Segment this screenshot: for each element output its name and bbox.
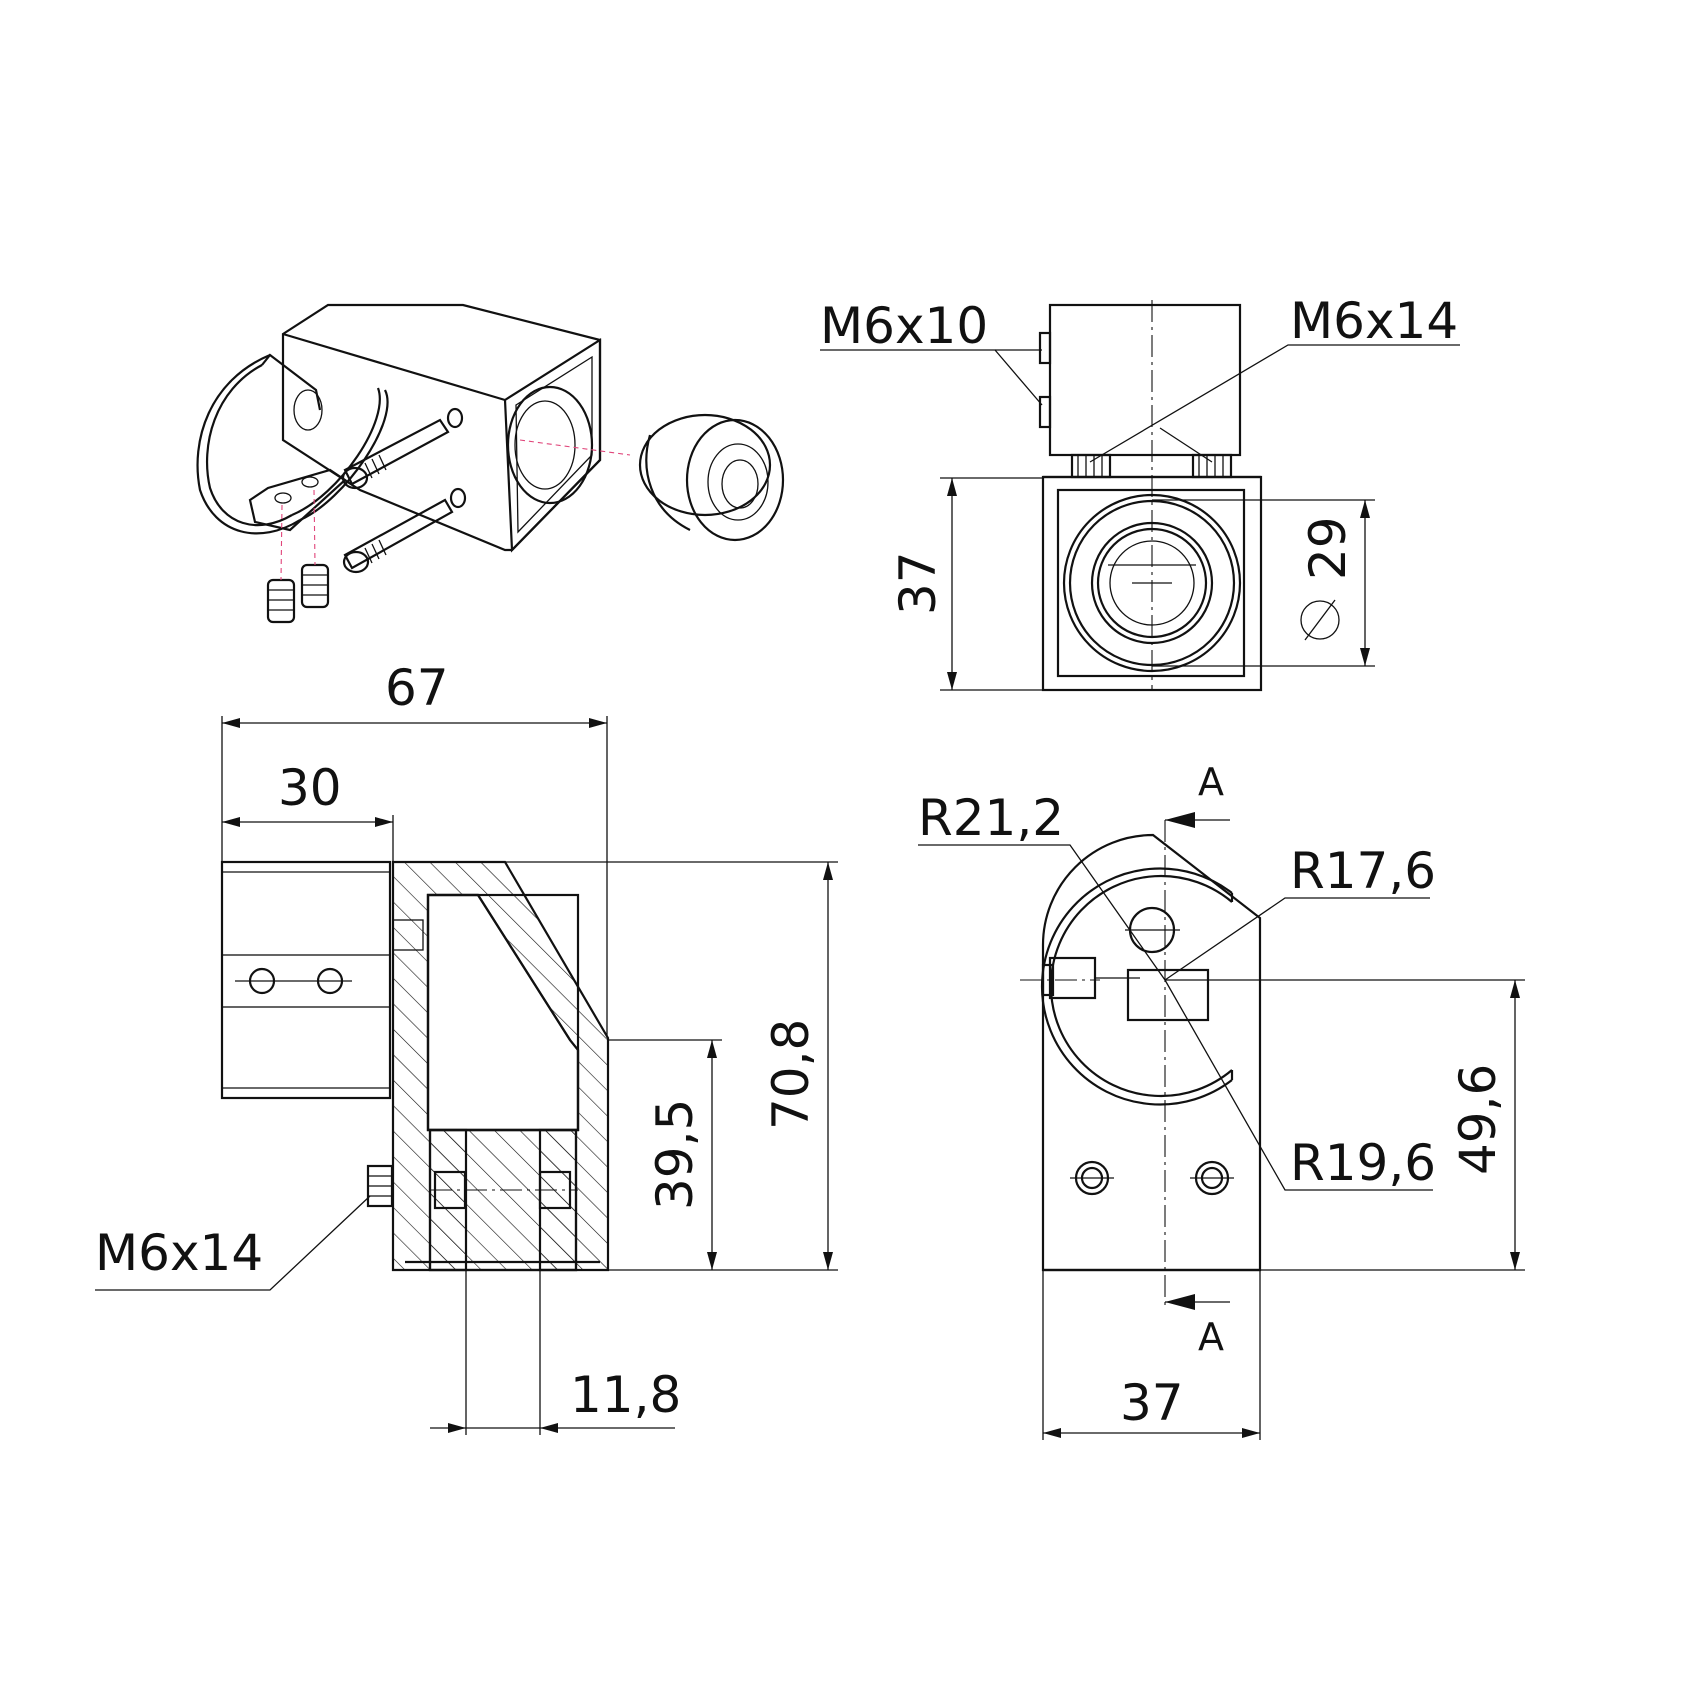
dim-diameter: 29 [1299, 516, 1357, 580]
dim-height-lower: 39,5 [646, 1099, 704, 1210]
section-label-bottom: A [1198, 1315, 1224, 1359]
dim-side-height: 49,6 [1449, 1064, 1507, 1175]
isometric-view [196, 303, 785, 624]
label-screw-front: M6x14 [95, 1224, 263, 1282]
dim-bore-width: 11,8 [570, 1366, 681, 1424]
top-view [820, 300, 1460, 692]
dim-side-width: 37 [1120, 1374, 1184, 1432]
label-radius-mid: R19,6 [1290, 1134, 1436, 1192]
dim-width-tube: 30 [278, 759, 342, 817]
front-section-view [95, 716, 838, 1435]
label-screw-top: M6x14 [1290, 292, 1458, 350]
label-screw-side: M6x10 [820, 297, 988, 355]
section-label-top: A [1198, 760, 1224, 804]
side-view [918, 812, 1525, 1440]
dim-width-total: 67 [385, 659, 449, 717]
dim-top-height: 37 [889, 551, 947, 615]
dim-height-total: 70,8 [762, 1019, 820, 1130]
label-radius-outer: R21,2 [918, 789, 1064, 847]
label-radius-inner: R17,6 [1290, 842, 1436, 900]
